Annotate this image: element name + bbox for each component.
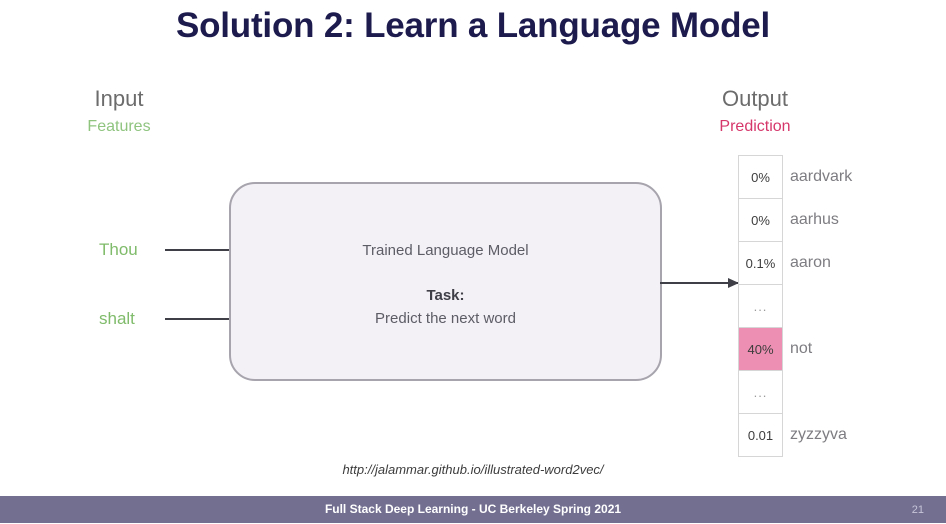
footer-bar: Full Stack Deep Learning - UC Berkeley S… [0, 496, 946, 523]
table-row-ellipsis: ... [739, 285, 782, 328]
arrow-right-icon [660, 278, 739, 288]
prediction-probability: 0.1% [745, 255, 776, 271]
input-word-thou: Thou [99, 240, 138, 259]
output-subheading: Prediction [719, 118, 791, 135]
prediction-word: aarhus [790, 211, 839, 228]
source-url-caption: http://jalammar.github.io/illustrated-wo… [342, 462, 604, 477]
prediction-ellipsis: ... [753, 298, 768, 314]
prediction-word: zyzzyva [790, 426, 847, 443]
input-word-shalt: shalt [99, 309, 135, 328]
prediction-ellipsis: ... [753, 384, 768, 400]
table-row: 0% aarhus [739, 199, 839, 242]
prediction-word: aaron [790, 254, 831, 271]
prediction-probability: 0% [751, 212, 770, 228]
footer-page-number: 21 [911, 504, 924, 516]
prediction-probability: 40% [747, 341, 774, 357]
table-row: 0.01 zyzzyva [739, 414, 847, 457]
prediction-word: not [790, 340, 813, 357]
prediction-probability: 0% [751, 169, 770, 185]
prediction-table: 0% aardvark 0% aarhus 0.1% aaron ... 40%… [738, 155, 852, 457]
footer-course-label: Full Stack Deep Learning - UC Berkeley S… [324, 502, 622, 516]
prediction-probability: 0.01 [747, 427, 774, 443]
input-column-header: Input Features [39, 86, 199, 138]
table-row-ellipsis: ... [739, 371, 782, 414]
table-row: 0.1% aaron [739, 242, 831, 285]
model-name-label: Trained Language Model [362, 241, 529, 259]
output-column-header: Output Prediction [672, 86, 838, 138]
input-word-row: Thou [99, 239, 244, 261]
input-subheading: Features [87, 118, 151, 135]
table-row-highlighted: 40% not [739, 328, 812, 371]
slide-title: Solution 2: Learn a Language Model [175, 6, 771, 45]
prediction-word: aardvark [790, 168, 853, 185]
model-task-description: Predict the next word [375, 309, 516, 327]
trained-language-model-box: Trained Language Model Task: Predict the… [229, 182, 662, 381]
model-task-label: Task: [426, 286, 465, 304]
output-heading: Output [721, 86, 789, 111]
input-heading: Input [94, 86, 144, 111]
input-word-row: shalt [99, 308, 244, 330]
table-row: 0% aardvark [739, 156, 852, 199]
